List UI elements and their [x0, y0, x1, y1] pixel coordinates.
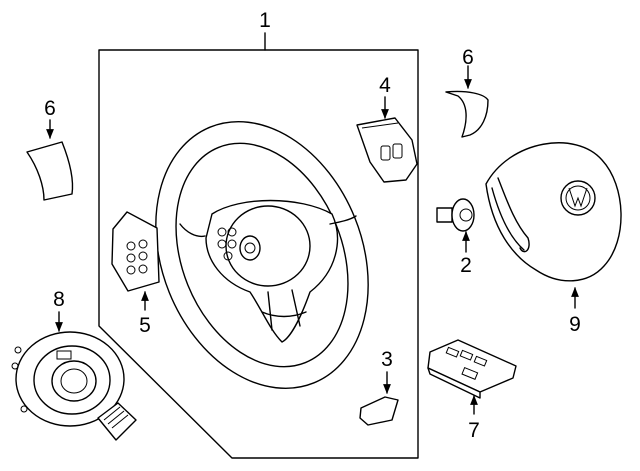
airbag-module-icon: [485, 142, 622, 282]
callout-7: 7: [468, 419, 480, 442]
right-switch-module: [356, 117, 418, 183]
callout-5: 5: [139, 314, 151, 337]
left-cover-trim: [26, 141, 74, 201]
right-cover-trim: [445, 90, 489, 138]
clock-spring-icon: [11, 331, 137, 441]
callout-6-left: 6: [44, 97, 56, 120]
callout-4: 4: [379, 74, 391, 97]
trim-cover-piece: [359, 396, 399, 426]
left-switch-module: [111, 211, 160, 292]
callout-9: 9: [569, 313, 581, 336]
steering-wheel-icon: [155, 120, 369, 390]
callout-3: 3: [381, 348, 393, 371]
connector-module: [427, 339, 517, 399]
steering-wheel-assembly-box: [98, 32, 419, 459]
bolt-screw: [436, 198, 475, 232]
callout-6-right: 6: [462, 46, 474, 69]
callout-2: 2: [460, 254, 472, 277]
callout-1: 1: [259, 9, 271, 32]
callout-8: 8: [53, 288, 65, 311]
